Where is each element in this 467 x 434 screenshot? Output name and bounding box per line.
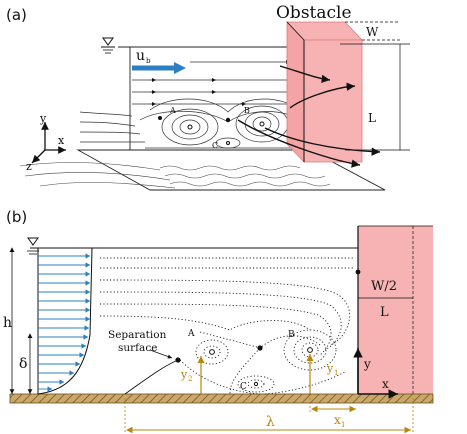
ground-plane	[76, 149, 386, 191]
saddle-point-b	[257, 345, 263, 351]
vortex-c-label: C	[212, 141, 218, 150]
vortex-b-center-b	[307, 347, 313, 353]
vortex-b-label-b: B	[288, 330, 295, 340]
stagnation-point-b	[355, 269, 361, 275]
delta-label: δ	[19, 356, 27, 372]
l-label: L	[368, 111, 376, 125]
panel-b: (b)	[3, 208, 434, 434]
w-label: W	[366, 25, 379, 39]
obstacle-rect	[358, 226, 433, 394]
l-label-b: L	[380, 305, 389, 320]
vortex-c-center	[226, 141, 230, 145]
axis-y-label-a: y	[39, 112, 47, 125]
panel-b-streamlines	[99, 257, 355, 395]
y2-label: y	[180, 368, 188, 381]
obstacle-label: Obstacle	[276, 3, 352, 23]
panel-a-axes	[31, 122, 66, 164]
vortex-a-center	[187, 124, 193, 130]
y2-sub: 2	[188, 375, 192, 383]
vortex-a-center-b	[209, 349, 215, 355]
vortex-c-label-b: C	[240, 382, 247, 392]
axis-z-label-a: z	[26, 160, 32, 173]
y1-label: y	[326, 362, 334, 375]
velocity-arrow-head	[174, 62, 186, 74]
separation-pointer	[149, 349, 173, 359]
y1-sub: 1	[334, 369, 338, 377]
vortex-c-center-b	[253, 381, 259, 387]
separation-label-2: surface	[118, 342, 157, 354]
separation-point-b	[175, 357, 181, 363]
channel-bed	[9, 393, 434, 404]
x1-label: x	[334, 413, 341, 427]
vortex-a-label: A	[169, 106, 176, 115]
vortex-b-label: B	[244, 106, 250, 115]
panel-a-tag: (a)	[6, 6, 27, 24]
axis-y-label-b: y	[363, 357, 371, 371]
obstacle-box	[286, 20, 363, 164]
panel-a: (a) u b	[6, 3, 410, 191]
velocity-label: u	[136, 48, 145, 64]
vortex-a-label-b: A	[187, 329, 195, 339]
separation-label-1: Separation	[108, 329, 167, 341]
velocity-label-sub: b	[146, 57, 151, 65]
free-surface-icon	[101, 37, 115, 54]
free-surface-icon-b	[27, 237, 39, 255]
separation-surface-line	[124, 359, 179, 395]
separation-point-a	[158, 116, 162, 120]
obstacle-flow-arrows	[237, 65, 381, 168]
panel-b-tag: (b)	[6, 208, 27, 226]
half-width-label: W/2	[371, 279, 397, 294]
lambda-label: λ	[266, 414, 275, 430]
axis-x-label-b: x	[382, 377, 389, 391]
h-label: h	[3, 315, 12, 331]
velocity-profile-curve	[37, 247, 93, 395]
velocity-profile-arrows	[38, 253, 90, 392]
vortex-b-center	[259, 121, 265, 127]
axis-x-label-a: x	[58, 134, 65, 147]
panel-a-streamlines	[79, 59, 290, 143]
saddle-point-a	[225, 117, 231, 123]
ground-wake-pattern	[19, 162, 331, 189]
x1-sub: 1	[341, 421, 345, 429]
